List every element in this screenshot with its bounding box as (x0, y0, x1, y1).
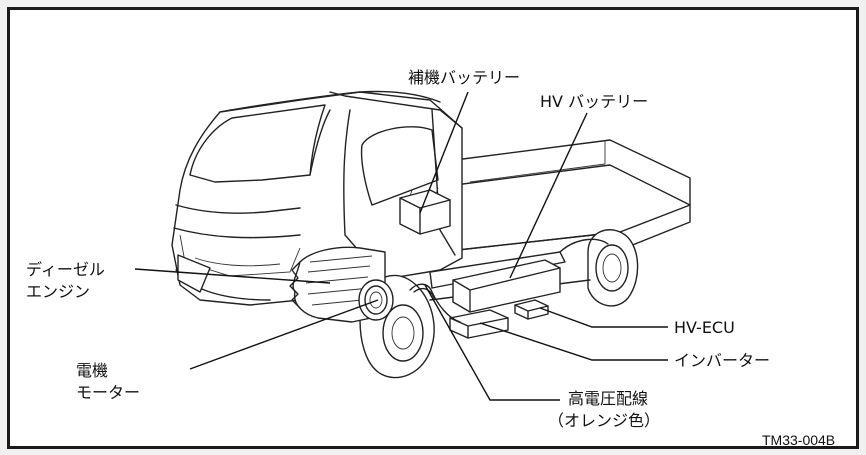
side-window (360, 126, 439, 206)
label-hv-ecu: HV-ECU (674, 318, 735, 337)
figure-code: TM33-004B (762, 432, 835, 448)
leader-hv-battery (509, 112, 588, 279)
hv-wiring (409, 283, 461, 323)
label-motor-1: 電機 (76, 361, 108, 380)
rear-wheel (559, 229, 639, 307)
label-diesel-engine-1: ディーゼル (26, 260, 105, 279)
leader-diesel-engine (134, 268, 331, 284)
label-aux-battery: 補機バッテリー (408, 68, 520, 87)
label-inverter: インバーター (674, 351, 770, 370)
leader-motor (189, 299, 379, 370)
label-motor-2: モーター (76, 383, 140, 402)
inverter (449, 309, 509, 339)
hv-battery (452, 259, 561, 313)
leader-hv-wiring (424, 284, 560, 401)
leader-aux-battery (419, 91, 469, 214)
label-hv-battery: HV バッテリー (540, 92, 648, 111)
label-hv-wiring-2: （オレンジ色） (548, 411, 660, 430)
windshield (189, 104, 326, 183)
label-hv-wiring-1: 高電圧配線 (568, 389, 648, 408)
leader-lines (134, 91, 668, 401)
leader-inverter (479, 322, 668, 361)
leader-hv-ecu (539, 307, 668, 328)
label-diesel-engine-2: エンジン (26, 282, 90, 301)
cargo-bed (439, 139, 691, 253)
hv-ecu (514, 299, 549, 320)
truck-illustration (171, 90, 691, 379)
